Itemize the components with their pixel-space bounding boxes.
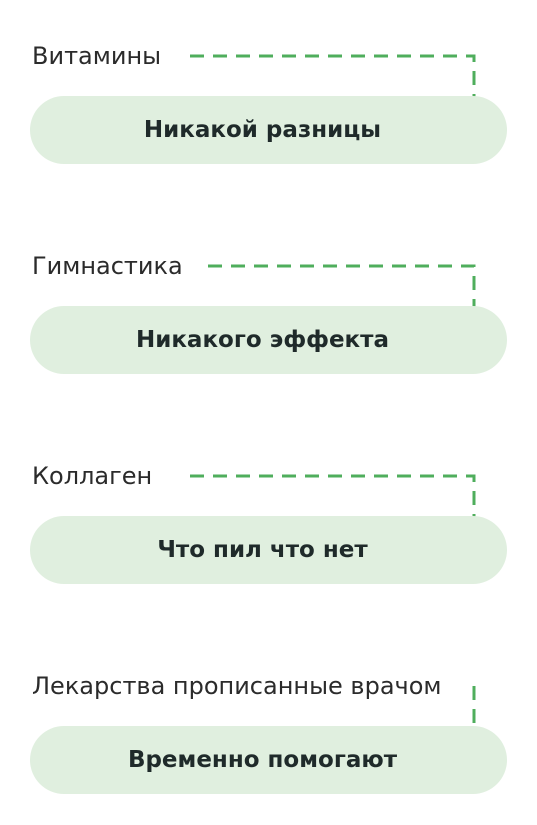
dashed-connector-line [208,264,476,320]
dashed-connector-line [190,474,476,530]
item-vitamins: Витамины Никакой разницы [0,0,537,168]
item-label: Лекарства прописанные врачом [32,672,442,700]
item-label: Гимнастика [32,252,183,280]
result-text: Что пил что нет [157,537,368,563]
item-label: Витамины [32,42,162,70]
result-text: Временно помогают [127,747,398,773]
item-prescribed-drugs: Лекарства прописанные врачом Временно по… [0,630,537,798]
dashed-connector-line [190,54,476,110]
result-text: Никакой разницы [143,117,382,143]
result-pill: Никакого эффекта [30,306,507,374]
item-collagen: Коллаген Что пил что нет [0,420,537,588]
result-pill: Никакой разницы [30,96,507,164]
result-text: Никакого эффекта [135,327,390,353]
result-pill: Что пил что нет [30,516,507,584]
item-label: Коллаген [32,462,153,490]
item-gymnastics: Гимнастика Никакого эффекта [0,210,537,378]
result-pill: Временно помогают [30,726,507,794]
